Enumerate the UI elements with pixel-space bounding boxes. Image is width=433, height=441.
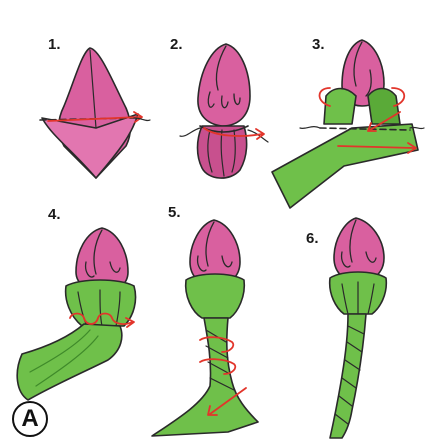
step-6-label: 6. (306, 230, 319, 247)
step-2-bud (198, 44, 250, 126)
step-5-label: 5. (168, 204, 181, 221)
step-2-illustration (180, 44, 268, 178)
step-3-band (272, 124, 418, 208)
step-1-label: 1. (48, 36, 61, 53)
step-3-label: 3. (312, 36, 325, 53)
step-2-label: 2. (170, 36, 183, 53)
step-5-stem (152, 318, 258, 436)
step-3-illustration (272, 40, 424, 208)
step-5-illustration (152, 220, 258, 436)
step-5-calyx (186, 274, 245, 318)
step-4-illustration (17, 228, 135, 400)
step-1-illustration (40, 48, 150, 178)
figure-badge: A (12, 401, 48, 437)
step-4-label: 4. (48, 206, 61, 223)
step-6-illustration (330, 218, 387, 438)
